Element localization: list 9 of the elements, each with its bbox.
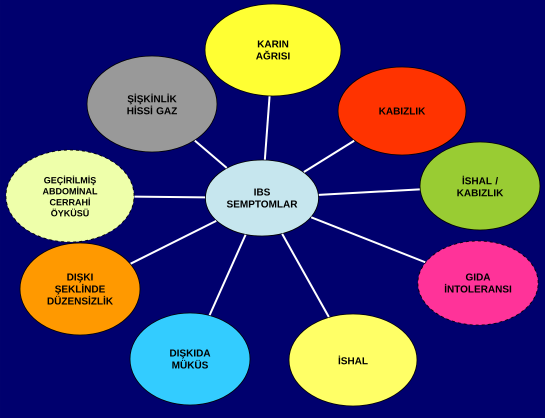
connector-line: [281, 233, 330, 318]
connector-line: [310, 216, 426, 264]
connector-line: [194, 140, 228, 169]
connector-line: [264, 96, 271, 160]
connector-line: [318, 188, 420, 196]
connector-line: [208, 234, 246, 316]
connector-line: [303, 140, 355, 173]
connector-line: [134, 196, 206, 198]
connector-line: [130, 220, 217, 265]
